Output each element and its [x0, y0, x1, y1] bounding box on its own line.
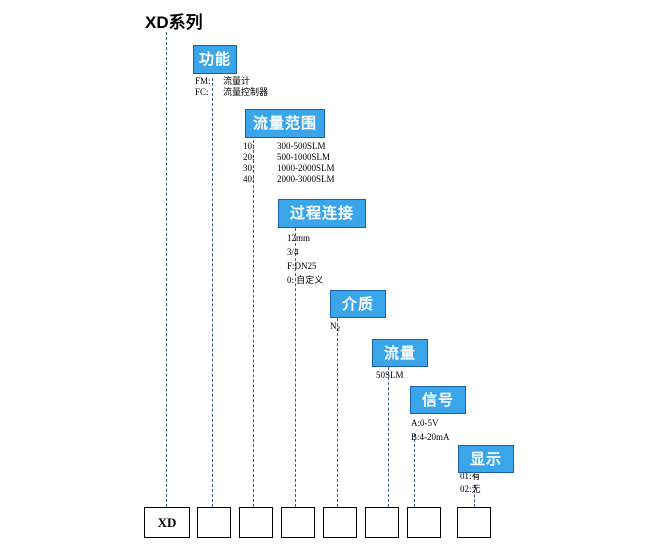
group-options-flow-range: 10: 300-500SLM 20: 500-1000SLM 30: 1000-200…	[243, 141, 335, 185]
group-options-flow: 50SLM	[376, 370, 404, 381]
option-code: 20:	[243, 152, 255, 162]
option-code: 30:	[243, 163, 255, 173]
option-code: F:DN25	[287, 261, 317, 271]
option-code: FC:	[195, 87, 209, 97]
option-row: F:DN25	[287, 259, 323, 273]
code-slot[interactable]	[197, 507, 231, 538]
option-row: 10: 300-500SLM	[243, 141, 335, 152]
group-header-process-connection: 过程连接	[278, 199, 366, 228]
option-desc: 自定义	[296, 275, 324, 285]
option-desc: 流量计	[223, 76, 251, 86]
option-code: B:4-20mA	[411, 432, 450, 442]
connector-line-2	[212, 78, 213, 507]
connector-line-3	[253, 140, 254, 507]
connector-line-4	[295, 228, 296, 507]
option-code: 12mm	[287, 233, 311, 243]
code-slot[interactable]	[365, 507, 399, 538]
group-options-display: 01:有 02:无	[460, 470, 481, 496]
option-code: 10:	[243, 141, 255, 151]
option-code: 02:无	[460, 484, 481, 494]
group-header-display: 显示	[458, 445, 514, 473]
code-slot[interactable]	[281, 507, 315, 538]
connector-line-6	[388, 367, 389, 507]
code-slot[interactable]	[407, 507, 441, 538]
option-desc: 1000-2000SLM	[277, 163, 335, 173]
option-row: 3/4	[287, 245, 323, 259]
code-slot[interactable]	[457, 507, 491, 538]
option-code: A:0-5V	[411, 418, 439, 428]
option-desc: 300-500SLM	[277, 141, 326, 151]
group-header-flow: 流量	[372, 339, 428, 367]
option-desc: 2000-3000SLM	[277, 174, 335, 184]
option-row: N2	[330, 321, 340, 333]
option-row: 12mm	[287, 231, 323, 245]
connector-line-8	[474, 485, 475, 507]
group-header-signal: 信号	[410, 386, 466, 414]
option-row: A:0-5V	[411, 416, 450, 430]
page-title: XD系列	[145, 13, 203, 32]
connector-line-5	[337, 318, 338, 507]
option-code: 0:	[287, 275, 295, 285]
option-desc: 500-1000SLM	[277, 152, 331, 162]
option-code: 01:有	[460, 471, 481, 481]
group-options-medium: N2	[330, 321, 340, 333]
group-header-flow-range: 流量范围	[245, 109, 325, 138]
option-row: 40: 2000-3000SLM	[243, 174, 335, 185]
option-desc: 流量控制器	[223, 87, 269, 97]
option-code: 50SLM	[376, 370, 404, 380]
option-row: 02:无	[460, 483, 481, 496]
group-header-function: 功能	[193, 45, 237, 74]
group-options-function: FM: 流量计 FC: 流量控制器	[195, 76, 268, 98]
connector-line-7	[414, 434, 415, 507]
option-row: 0: 自定义	[287, 273, 323, 287]
option-code: 3/4	[287, 247, 299, 257]
option-code: FM:	[195, 76, 211, 86]
code-slot[interactable]: XD	[144, 507, 190, 538]
option-code: 40:	[243, 174, 255, 184]
option-row: 30: 1000-2000SLM	[243, 163, 335, 174]
option-row: FM: 流量计	[195, 76, 268, 87]
option-row: B:4-20mA	[411, 430, 450, 444]
option-row: FC: 流量控制器	[195, 87, 268, 98]
option-row: 20: 500-1000SLM	[243, 152, 335, 163]
group-options-signal: A:0-5V B:4-20mA	[411, 416, 450, 444]
connector-line-1	[166, 32, 167, 507]
code-slot[interactable]	[323, 507, 357, 538]
option-code: N2	[330, 321, 340, 333]
option-row: 50SLM	[376, 370, 404, 381]
code-slot[interactable]	[239, 507, 273, 538]
option-row: 01:有	[460, 470, 481, 483]
group-options-process-connection: 12mm 3/4 F:DN25 0: 自定义	[287, 231, 323, 287]
group-header-medium: 介质	[330, 290, 386, 318]
